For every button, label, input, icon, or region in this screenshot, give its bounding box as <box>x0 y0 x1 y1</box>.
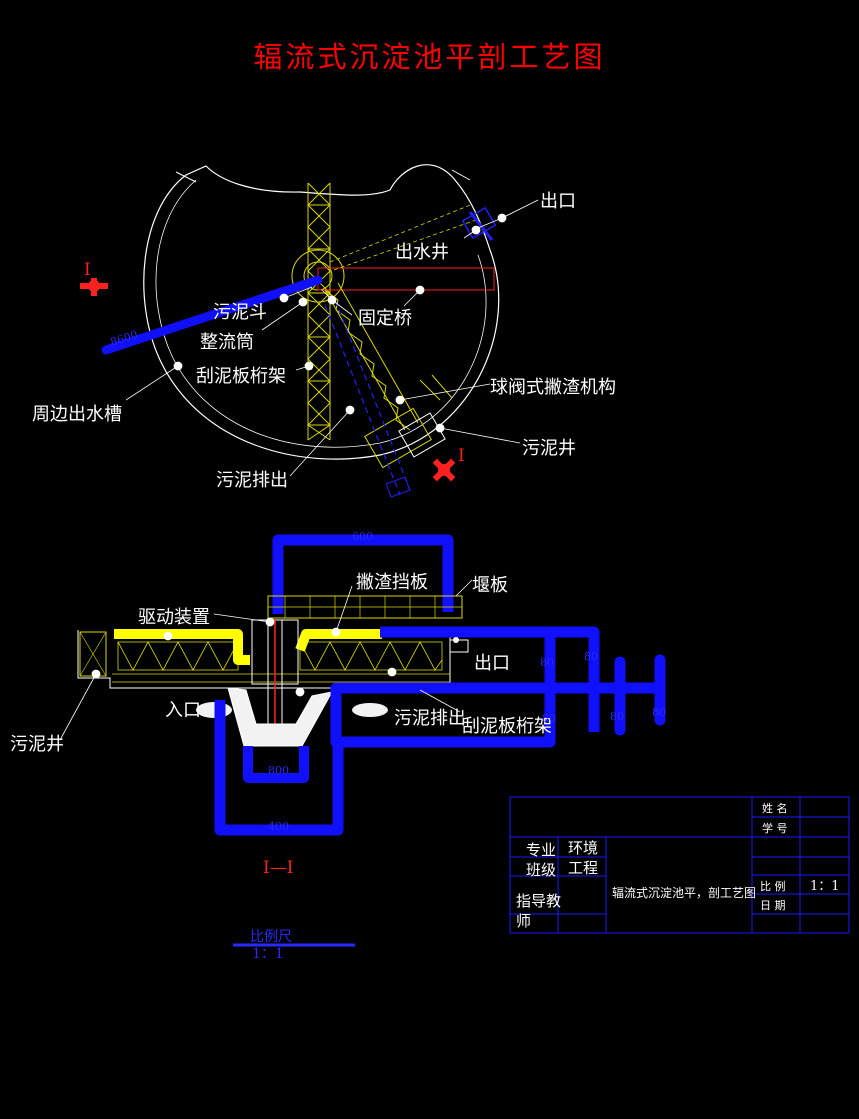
title-block-grid <box>509 796 850 934</box>
drawing-title: 辐流式沉淀池平剖工艺图 <box>253 40 606 74</box>
sludge-hopper-section <box>227 687 333 747</box>
plan-leaders <box>125 199 539 477</box>
label-fixed-bridge: 固定桥 <box>358 308 412 329</box>
dim-right-1: 80 <box>540 656 554 669</box>
tb-class-label: 班级 <box>526 861 557 879</box>
tb-major-label: 专业 <box>526 841 557 859</box>
sludge-well-plan <box>364 407 432 469</box>
sludge-discharge-pipe-plan <box>324 304 401 496</box>
label-inlet: 入口 <box>165 700 201 721</box>
label-sludge-well-plan: 污泥井 <box>522 438 576 459</box>
section-marker-right <box>432 458 456 482</box>
tank-outer-wall <box>143 164 500 460</box>
dim-right-3: 80 <box>610 710 624 723</box>
label-weir: 堰板 <box>472 575 508 596</box>
tank-top-notch <box>175 171 197 183</box>
tb-advisor-label-2: 师 <box>516 912 532 930</box>
label-scum-baffle: 撇渣挡板 <box>356 572 428 593</box>
dim-right-2: 80 <box>584 650 598 663</box>
dim-bottom: 400 <box>268 820 289 833</box>
dim-mid: 800 <box>268 764 289 777</box>
tb-scale-value: 1：1 <box>810 879 840 894</box>
label-sludge-hopper: 污泥斗 <box>213 302 267 323</box>
tb-id-label: 学 号 <box>762 822 788 835</box>
tb-date-label: 日 期 <box>760 899 786 912</box>
label-outlet-well: 出水井 <box>395 242 449 263</box>
tank-inner-wall <box>155 179 487 448</box>
section-view <box>59 534 666 836</box>
label-sludge-discharge-section: 污泥排出 <box>394 708 466 729</box>
tank-section-outline <box>77 630 451 689</box>
scale-title: 比例尺 <box>250 929 292 945</box>
plan-truss <box>307 182 331 441</box>
label-outlet-plan: 出口 <box>540 191 576 212</box>
label-drive: 驱动装置 <box>138 607 210 628</box>
dim-top: 600 <box>352 530 373 543</box>
label-sludge-discharge-plan: 污泥排出 <box>216 470 288 491</box>
hopper-pipe-loop <box>243 746 309 783</box>
outlet-pipe-plan <box>468 211 494 241</box>
tb-class-value: 工程 <box>568 859 599 877</box>
outlet-pipe-section <box>380 626 600 740</box>
bottom-pipe-loop <box>214 700 344 836</box>
label-scraper-truss-section: 刮泥板桁架 <box>462 716 552 737</box>
discharge-pipe-section <box>330 682 660 742</box>
label-perimeter-channel: 周边出水槽 <box>32 404 122 425</box>
dim-right-5: 80 <box>542 712 556 725</box>
tank-right-notch <box>451 169 471 181</box>
tb-name-label: 姓 名 <box>762 802 788 815</box>
section-name: I—I <box>263 858 294 878</box>
inlet-blob-right <box>352 703 388 717</box>
tb-drawing-name: 辐流式沉淀池平，剖工艺图 <box>612 886 757 900</box>
dim-right-4: 80 <box>652 706 666 719</box>
plan-view <box>80 164 539 498</box>
inlet-pipe-plan <box>101 275 323 355</box>
label-sludge-well-section: 污泥井 <box>10 734 64 755</box>
top-pipe-loop <box>272 534 454 614</box>
diagonal-scraper-arm <box>324 282 419 431</box>
label-outlet-section: 出口 <box>474 653 510 674</box>
section-truss <box>112 641 450 683</box>
center-well-outer <box>291 249 345 303</box>
tb-scale-label: 比 例 <box>760 880 786 893</box>
scale-value: 1：1 <box>252 946 284 962</box>
section-mark-left: I <box>84 260 91 280</box>
label-flow-cylinder: 整流筒 <box>200 332 254 353</box>
tb-advisor-label-1: 指导教 <box>516 892 562 910</box>
inlet-blob-left <box>196 702 232 718</box>
label-scraper-truss-plan: 刮泥板桁架 <box>196 366 286 387</box>
scraper-arm-left <box>114 629 250 665</box>
tb-major-value: 环境 <box>568 839 599 857</box>
section-leaders <box>59 579 473 741</box>
section-mark-right: I <box>458 446 465 466</box>
scraper-arm-right <box>295 629 382 652</box>
section-marker-left <box>80 278 108 296</box>
label-ball-valve: 球阀式撇渣机构 <box>490 377 616 398</box>
fixed-bridge-rect <box>317 267 495 291</box>
